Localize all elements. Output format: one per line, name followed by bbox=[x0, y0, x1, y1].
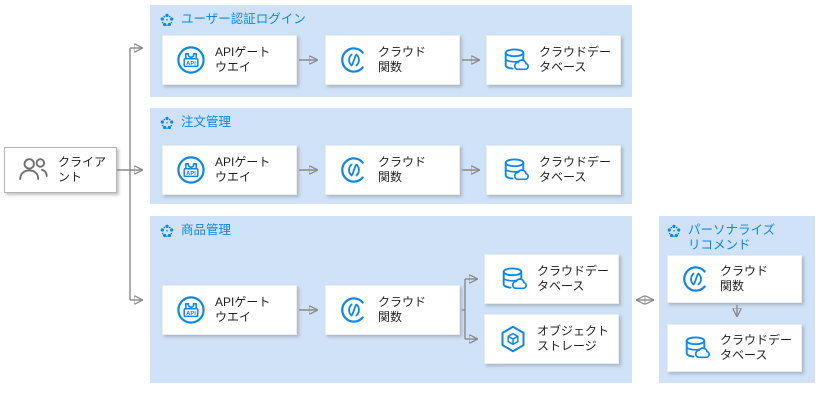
node-order-cloud-function: クラウド関数 bbox=[325, 145, 460, 195]
cloud-database-icon bbox=[504, 48, 529, 71]
cloud-function-icon bbox=[683, 266, 706, 292]
node-client: クライアント bbox=[4, 147, 117, 193]
api-gateway-icon: API bbox=[177, 46, 205, 74]
node-label: APIゲートウエイ bbox=[215, 154, 271, 185]
node-label: クラウド関数 bbox=[378, 44, 427, 75]
panel-title-text: 注文管理 bbox=[181, 115, 232, 129]
cloud-function-icon bbox=[341, 297, 364, 323]
panel-order-mgmt-title: 注文管理 bbox=[160, 115, 231, 130]
node-label: オブジェクトストレージ bbox=[537, 323, 610, 354]
node-product-object-storage: オブジェクトストレージ bbox=[484, 314, 619, 364]
cluster-dots-icon bbox=[160, 13, 174, 27]
node-label: クラウド関数 bbox=[378, 294, 427, 325]
node-client-label: クライアント bbox=[58, 154, 107, 185]
node-label: クラウドデータベース bbox=[539, 154, 612, 185]
node-label: APIゲートウエイ bbox=[215, 294, 271, 325]
node-order-cloud-database: クラウドデータベース bbox=[486, 145, 621, 195]
node-label: クラウドデータベース bbox=[539, 44, 612, 75]
svg-text:API: API bbox=[186, 311, 196, 317]
node-product-cloud-database: クラウドデータベース bbox=[484, 254, 619, 304]
node-recommend-cloud-function: クラウド関数 bbox=[667, 255, 802, 303]
panel-title-text: 商品管理 bbox=[181, 223, 232, 237]
cluster-dots-icon bbox=[160, 116, 174, 130]
node-label: クラウド関数 bbox=[720, 263, 769, 294]
panel-product-mgmt-title: 商品管理 bbox=[160, 223, 231, 238]
node-auth-cloud-function: クラウド関数 bbox=[325, 35, 460, 85]
node-product-cloud-function: クラウド関数 bbox=[325, 285, 460, 335]
node-order-api-gateway: API APIゲートウエイ bbox=[162, 145, 297, 195]
svg-text:API: API bbox=[186, 61, 196, 67]
panel-auth-login-title: ユーザー認証ログイン bbox=[160, 12, 306, 27]
users-icon bbox=[19, 158, 48, 180]
node-auth-cloud-database: クラウドデータベース bbox=[486, 35, 621, 85]
node-recommend-cloud-database: クラウドデータベース bbox=[667, 324, 802, 372]
cluster-dots-icon bbox=[667, 224, 681, 238]
api-gateway-icon: API bbox=[177, 156, 205, 184]
node-label: APIゲートウエイ bbox=[215, 44, 271, 75]
panel-personalized-recommend-title: パーソナライズ リコメンド bbox=[667, 223, 775, 253]
panel-title-text: ユーザー認証ログイン bbox=[181, 12, 306, 26]
cloud-function-icon bbox=[341, 47, 364, 73]
node-label: クラウドデータベース bbox=[720, 332, 793, 363]
object-storage-icon bbox=[501, 325, 525, 353]
node-product-api-gateway: API APIゲートウエイ bbox=[162, 285, 297, 335]
svg-text:API: API bbox=[186, 171, 196, 177]
api-gateway-icon: API bbox=[177, 296, 205, 324]
cluster-dots-icon bbox=[160, 224, 174, 238]
cloud-database-icon bbox=[504, 158, 529, 181]
cloud-database-icon bbox=[685, 336, 710, 359]
node-label: クラウド関数 bbox=[378, 154, 427, 185]
node-auth-api-gateway: API APIゲートウエイ bbox=[162, 35, 297, 85]
cloud-database-icon bbox=[502, 267, 527, 290]
cloud-function-icon bbox=[341, 157, 364, 183]
node-label: クラウドデータベース bbox=[537, 263, 610, 294]
panel-title-text: パーソナライズ リコメンド bbox=[688, 223, 776, 252]
